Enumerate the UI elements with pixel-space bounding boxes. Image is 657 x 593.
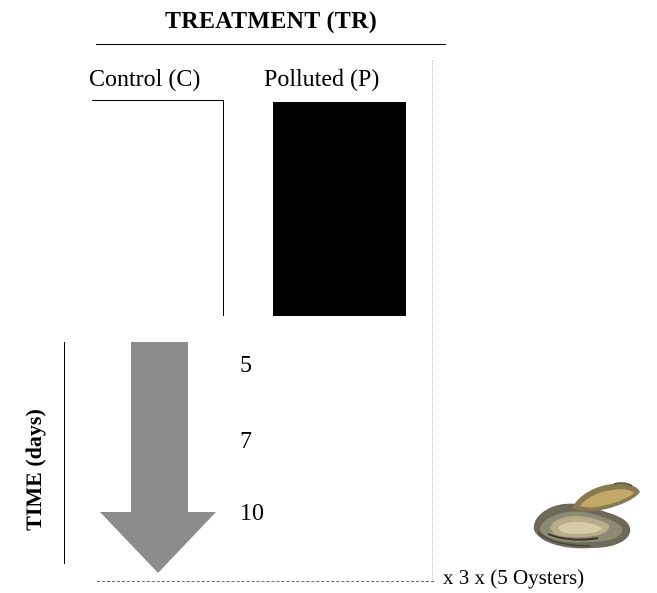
polluted-treatment-box: [273, 102, 406, 316]
day-label-5: 5: [240, 352, 252, 378]
time-axis-label: TIME (days): [21, 409, 46, 531]
oyster-icon: [533, 482, 640, 549]
replication-note: x 3 x (5 Oysters): [443, 565, 585, 589]
treatment-title: TREATMENT (TR): [165, 8, 377, 34]
treatment-underline: [96, 44, 446, 45]
frame-right-dotted-line: [432, 60, 433, 580]
control-label: Control (C): [89, 66, 201, 92]
control-treatment-box: [92, 100, 224, 316]
polluted-label: Polluted (P): [264, 66, 380, 92]
time-arrow-icon: [100, 342, 216, 573]
day-label-7: 7: [240, 428, 252, 454]
time-axis-line: [64, 342, 65, 564]
frame-bottom-dashed-line: [97, 581, 434, 582]
day-label-10: 10: [240, 500, 264, 526]
